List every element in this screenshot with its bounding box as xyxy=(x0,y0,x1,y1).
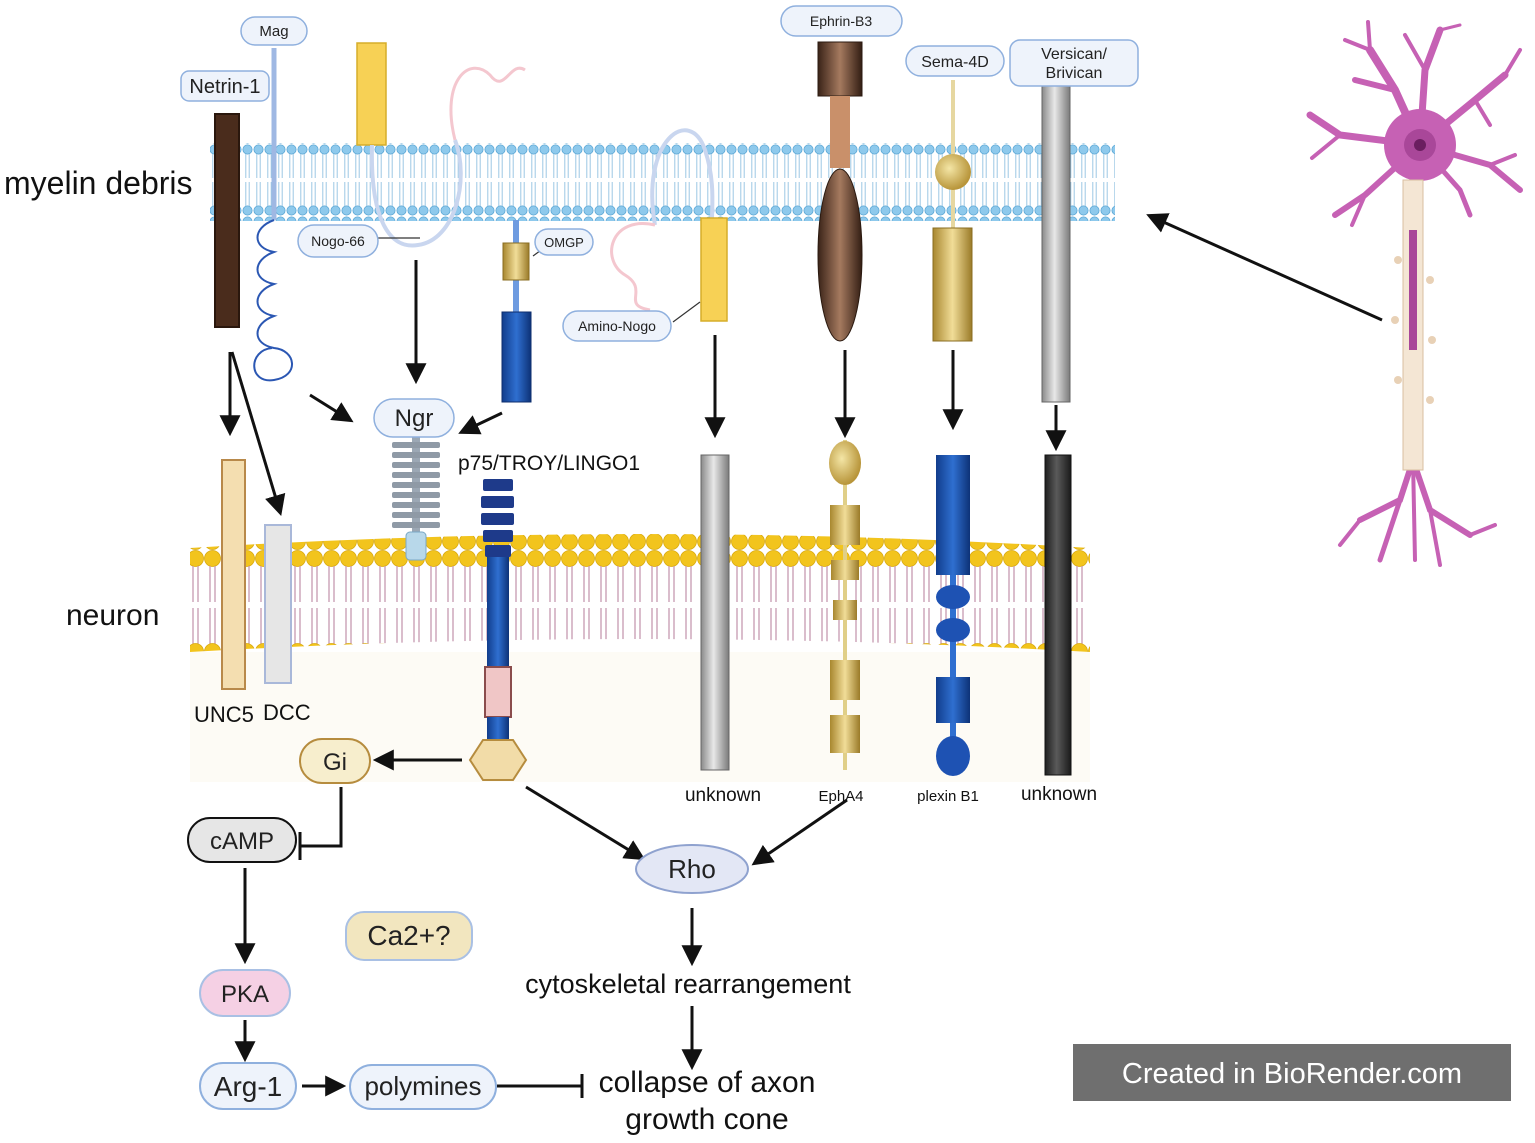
omgp-label: OMGP xyxy=(544,235,584,250)
p75-label: p75/TROY/LINGO1 xyxy=(458,452,640,475)
unknown-label-1: unknown xyxy=(685,785,761,806)
unc5-label: UNC5 xyxy=(194,702,254,727)
nogo-rect xyxy=(356,42,387,146)
ngr-rung xyxy=(392,492,440,498)
rho-label: Rho xyxy=(668,854,716,884)
polymines-label: polymines xyxy=(364,1071,481,1101)
mag-pill xyxy=(240,16,308,46)
plexin-b1-receptor xyxy=(936,455,970,776)
unknown-receptor-1 xyxy=(700,454,730,771)
versican-label-2: Brivican xyxy=(1046,65,1103,82)
omgp-square xyxy=(502,242,530,281)
mag-coil xyxy=(253,219,293,382)
biorender-watermark-text: Created in BioRender.com xyxy=(1122,1058,1462,1090)
ca2-label: Ca2+? xyxy=(367,920,450,951)
ngr-rung xyxy=(392,482,440,488)
amino-nogo-label: Amino-Nogo xyxy=(578,318,656,334)
sema-4d-pill xyxy=(905,45,1005,77)
myelin-membrane xyxy=(210,143,1115,221)
ephrin-b3-body xyxy=(817,168,863,342)
nogo-66-pill xyxy=(297,224,379,258)
collapse-label-1: collapse of axon xyxy=(599,1066,816,1099)
pka-node xyxy=(199,969,291,1017)
polymines-node xyxy=(349,1064,497,1110)
arrows xyxy=(219,213,1383,1097)
netrin-1-pill xyxy=(180,70,270,102)
p75-receptor xyxy=(468,479,528,781)
inhibition-lines xyxy=(298,787,584,1098)
neuron-membrane xyxy=(190,534,1090,652)
versican-pill xyxy=(1009,39,1139,87)
amino-nogo-tail xyxy=(610,222,656,312)
pka-label: PKA xyxy=(221,981,269,1008)
ngr-rung xyxy=(392,452,440,458)
netrin-1-label: Netrin-1 xyxy=(189,76,260,98)
ephrin-b3-pill xyxy=(780,5,903,37)
nogo-loop xyxy=(369,139,463,248)
camp-label: cAMP xyxy=(210,828,274,855)
ngr-rung xyxy=(392,502,440,508)
epha4-label: EphA4 xyxy=(818,788,863,805)
sema-4d-ball xyxy=(935,154,971,190)
amino-nogo-loop xyxy=(650,128,715,226)
versican-rod xyxy=(1041,85,1071,403)
ngr-receptor xyxy=(392,436,440,561)
collapse-label-2: growth cone xyxy=(625,1103,788,1136)
netrin-1-bar xyxy=(214,113,240,328)
cytoskeletal-label: cytoskeletal rearrangement xyxy=(525,969,851,999)
gi-label: Gi xyxy=(323,749,347,776)
ngr-rung xyxy=(392,462,440,468)
unknown-receptor-2 xyxy=(1044,454,1072,776)
ephrin-b3-label: Ephrin-B3 xyxy=(810,13,872,29)
biorender-watermark xyxy=(1073,1044,1511,1101)
arg-1-node xyxy=(199,1062,297,1110)
unknown-label-2: unknown xyxy=(1021,784,1097,805)
gi-node xyxy=(299,738,371,784)
nogo-tail xyxy=(449,66,526,141)
dcc-bar xyxy=(264,524,292,684)
neuron-axon xyxy=(1391,179,1436,471)
myelin-debris-label: myelin debris xyxy=(4,165,193,201)
omgp-pill xyxy=(534,228,594,256)
ngr-rung xyxy=(392,512,440,518)
ephrin-b3-stem xyxy=(830,96,850,168)
ngr-rung xyxy=(392,522,440,528)
mag-label: Mag xyxy=(259,23,288,40)
nogo-66-label: Nogo-66 xyxy=(311,233,365,249)
arg-1-label: Arg-1 xyxy=(214,1071,282,1102)
ngr-label: Ngr xyxy=(395,405,434,432)
unc5-bar xyxy=(221,459,246,690)
dcc-label: DCC xyxy=(263,700,311,725)
versican-label-1: Versican/ xyxy=(1041,46,1107,63)
rho-node xyxy=(635,844,749,894)
epha4-receptor xyxy=(829,440,861,770)
ngr-pill xyxy=(373,398,455,438)
ngr-rung xyxy=(392,442,440,448)
omgp-blue xyxy=(501,311,532,403)
neuron-label: neuron xyxy=(66,599,159,632)
amino-nogo-pill xyxy=(562,310,672,342)
camp-node xyxy=(187,817,297,863)
sema-4d-label: Sema-4D xyxy=(921,54,989,71)
sema-4d-body xyxy=(932,227,973,342)
amino-nogo-rect xyxy=(700,217,728,322)
ca2-node xyxy=(345,911,473,961)
plexin-b1-label: plexin B1 xyxy=(917,788,979,805)
ephrin-b3-head xyxy=(817,41,863,97)
ngr-rung xyxy=(392,472,440,478)
